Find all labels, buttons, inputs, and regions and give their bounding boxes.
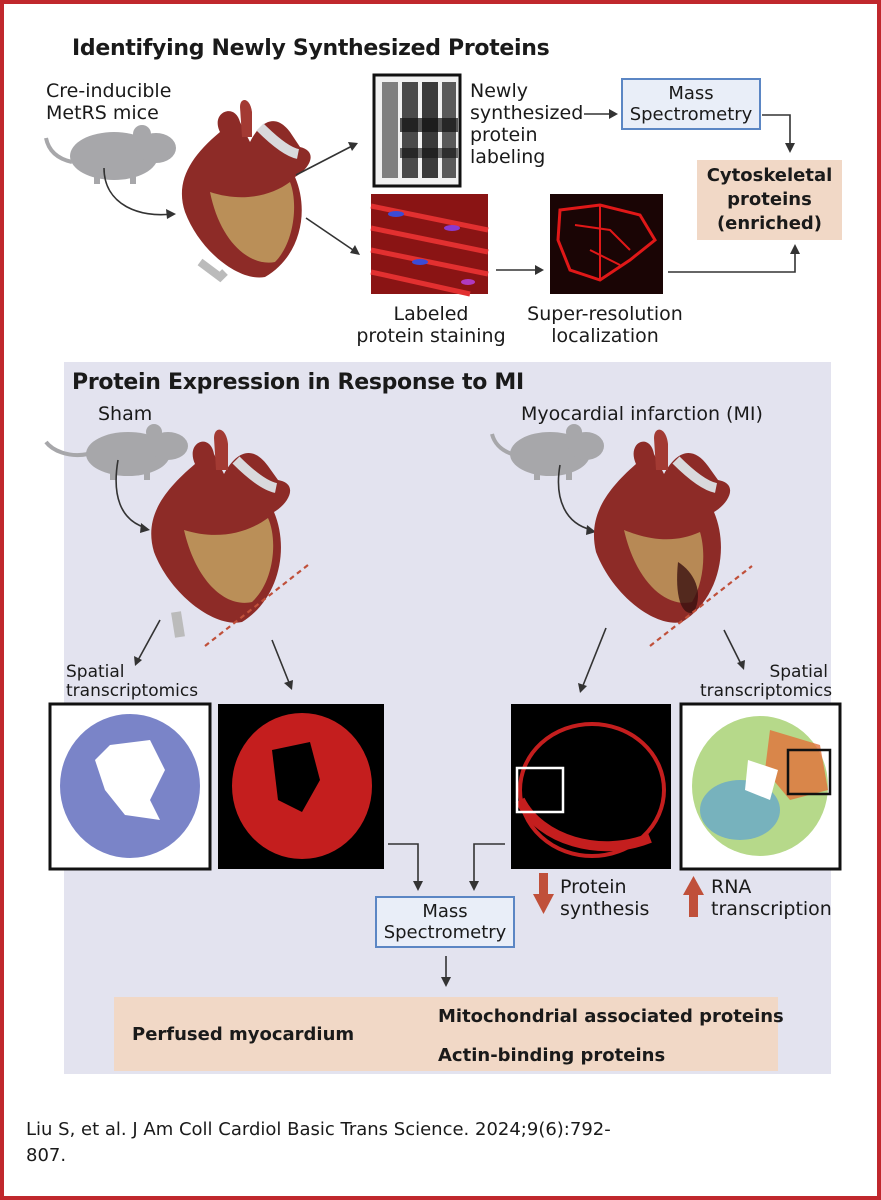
mito-label: Mitochondrial associated proteins <box>438 1006 784 1027</box>
rna-transcription-label: RNA transcription <box>711 876 832 920</box>
citation: Liu S, et al. J Am Coll Cardiol Basic Tr… <box>26 1119 611 1166</box>
perfused-label: Perfused myocardium <box>132 1024 355 1045</box>
mi-label: Myocardial infarction (MI) <box>521 403 763 425</box>
spot-map-mi <box>679 702 842 871</box>
tissue-image-mi <box>511 704 671 869</box>
heart-illustration-sham <box>151 429 291 638</box>
red-up-arrow-rna <box>683 876 704 917</box>
actin-label: Actin-binding proteins <box>438 1045 666 1066</box>
superres-label: Super-resolution localization <box>527 303 683 347</box>
spatial-label-right: Spatial transcriptomics <box>700 662 833 701</box>
tissue-image-sham <box>218 704 384 869</box>
gel-label: Newly synthesized protein labeling <box>470 80 584 168</box>
gel-image <box>372 73 462 188</box>
results-box <box>114 997 778 1071</box>
red-down-arrow-protein <box>533 873 554 914</box>
section1-title: Identifying Newly Synthesized Proteins <box>72 36 550 61</box>
mouse-icon-sham <box>44 424 188 480</box>
result-box-cytoskeletal: Cytoskeletal proteins (enriched) <box>697 160 842 240</box>
mouse-icon-mi <box>490 424 604 480</box>
mouse-label-top: Cre-inducible MetRS mice <box>46 80 172 124</box>
heart-illustration-mi <box>593 429 731 623</box>
protein-synthesis-label: Protein synthesis <box>560 876 650 920</box>
spot-map-sham <box>48 702 212 871</box>
staining-label: Labeled protein staining <box>356 303 506 347</box>
microscopy-image <box>370 194 489 297</box>
superres-image <box>550 194 663 294</box>
section2-title: Protein Expression in Response to MI <box>72 370 524 395</box>
mouse-icon <box>44 125 176 184</box>
spatial-label-left: Spatial transcriptomics <box>66 662 199 701</box>
mass-spec-box-bottom: Mass Spectrometry <box>375 896 515 948</box>
sham-label: Sham <box>98 403 153 425</box>
heart-illustration <box>181 100 311 283</box>
mass-spec-box-top: Mass Spectrometry <box>621 78 761 130</box>
